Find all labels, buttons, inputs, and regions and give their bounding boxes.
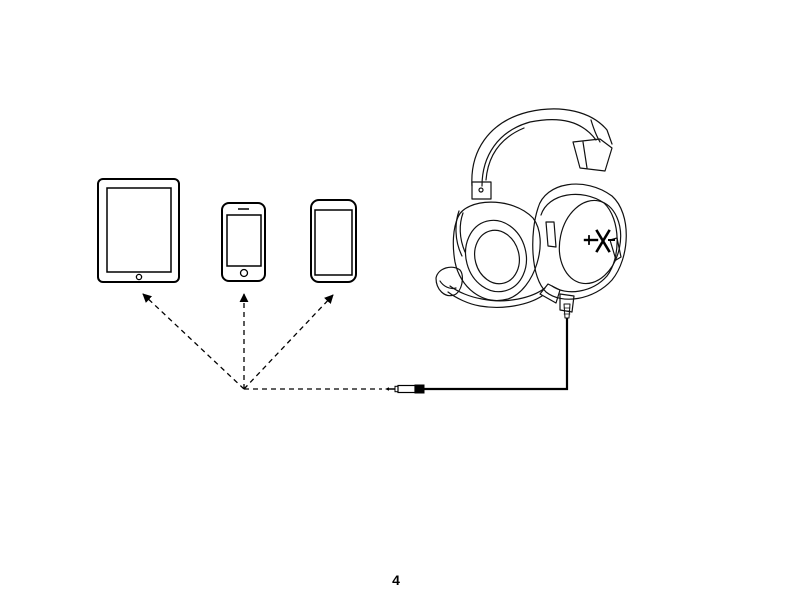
iphone-icon (222, 203, 265, 281)
connection-lines (143, 294, 382, 389)
headset-cable (424, 318, 567, 389)
page-number: 4 (0, 572, 792, 588)
hyperx-logo (585, 231, 614, 251)
tablet-icon (98, 179, 179, 282)
android-phone-icon (311, 200, 356, 282)
arrow-to-tablet (143, 294, 244, 389)
jack-plug-icon (385, 385, 424, 393)
headset-icon (436, 109, 628, 318)
arrow-to-android (244, 295, 333, 389)
